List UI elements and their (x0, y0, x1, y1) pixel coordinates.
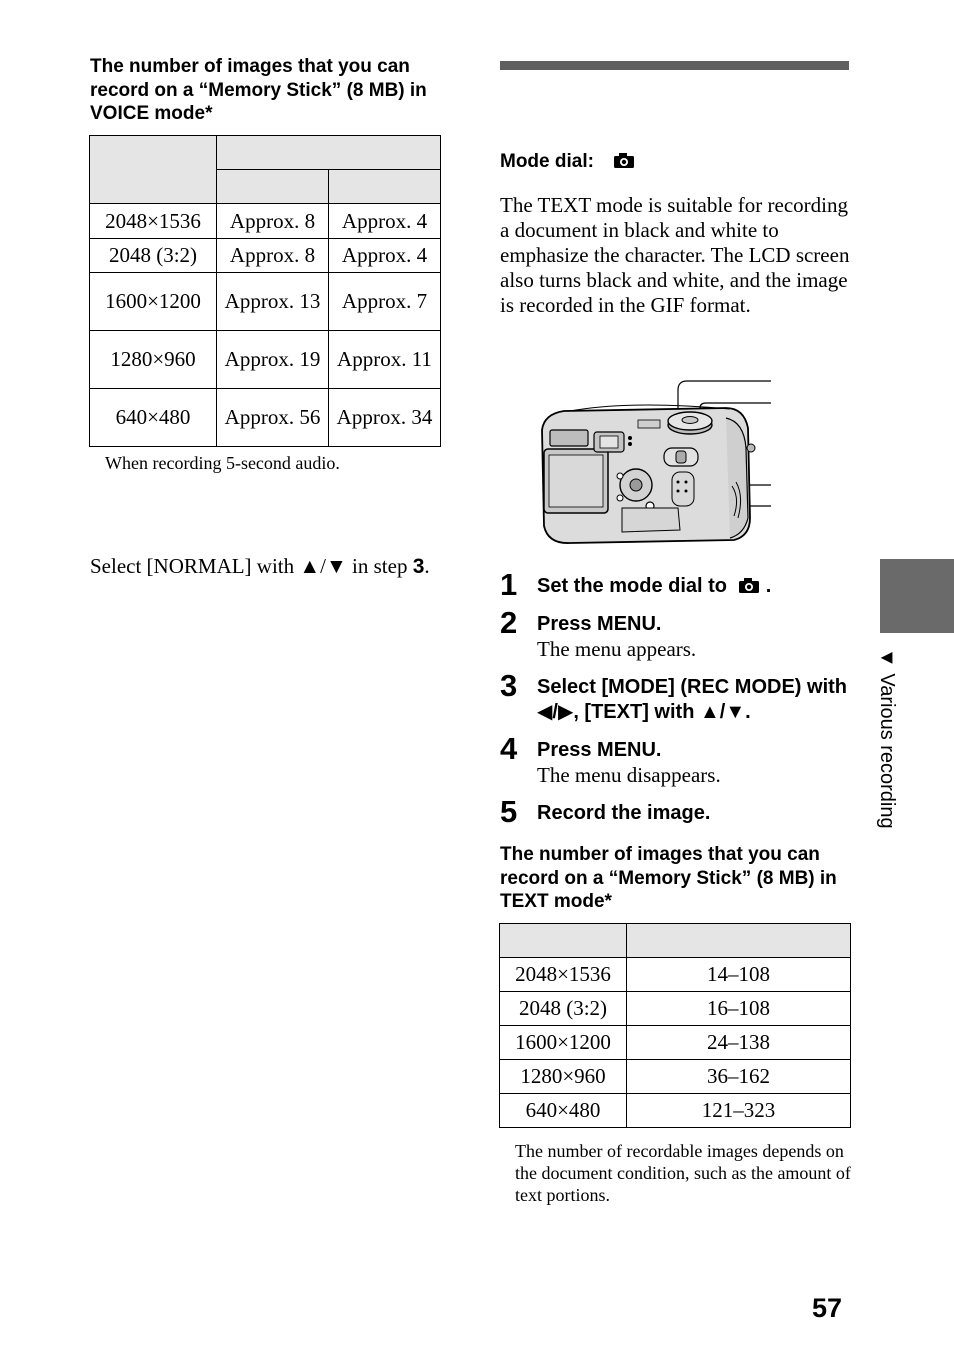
side-tab-label: ▼ Various recording (870, 648, 904, 888)
text-footnote: The number of recordable images depends … (515, 1141, 851, 1205)
table-cell: 24–138 (626, 1025, 851, 1060)
table-cell: 2048 (3:2) (89, 238, 217, 273)
step-number: 5 (500, 794, 518, 829)
select-normal-text: Select [NORMAL] with ▲/▼ in step 3. (90, 554, 430, 579)
table-header-cell (626, 923, 851, 958)
table-cell: 640×480 (89, 388, 217, 447)
table-cell: Approx. 4 (328, 238, 441, 273)
table-row: 2048×1536 Approx. 8 Approx. 4 (89, 203, 441, 239)
step-number: 4 (500, 731, 518, 766)
side-tab-block (880, 559, 954, 633)
table-cell: 2048×1536 (499, 957, 627, 992)
table-cell: 2048×1536 (89, 203, 217, 239)
step-title: Select [MODE] (REC MODE) with ◀/▶, [TEXT… (537, 676, 848, 723)
table-cell: 1600×1200 (89, 272, 217, 331)
step-description: The menu appears. (537, 637, 697, 661)
text-mode-table: 2048×1536 14–108 2048 (3:2) 16–108 1600×… (499, 923, 851, 1128)
table-header-cell (216, 135, 441, 170)
table-cell: 1280×960 (89, 330, 217, 389)
table-row: 2048 (3:2) 16–108 (499, 991, 851, 1026)
table-header-cell (216, 169, 329, 204)
table-cell: 121–323 (626, 1093, 851, 1128)
step-number: 1 (500, 567, 518, 602)
table-cell: Approx. 8 (216, 238, 329, 273)
text-mode-description: The TEXT mode is suitable for recording … (500, 193, 850, 317)
table-row: 1280×960 36–162 (499, 1059, 851, 1094)
table-row: 1600×1200 24–138 (499, 1025, 851, 1060)
text-mode-heading: The number of images that you can record… (500, 844, 837, 912)
table-header-cell (89, 135, 217, 204)
camera-mode-icon (739, 578, 760, 593)
step-number: 3 (500, 668, 518, 703)
table-row: 2048 (3:2) Approx. 8 Approx. 4 (89, 238, 441, 273)
table-cell: Approx. 4 (328, 203, 441, 239)
step-title: Set the mode dial to . (537, 575, 772, 597)
table-row: 640×480 Approx. 56 Approx. 34 (89, 388, 441, 447)
step-title: Record the image. (537, 802, 711, 824)
mode-dial-label: Mode dial: (500, 151, 594, 172)
mode-dial-line: Mode dial: (500, 151, 635, 173)
table-header-cell (499, 923, 627, 958)
table-row: 1600×1200 Approx. 13 Approx. 7 (89, 272, 441, 331)
table-cell: 14–108 (626, 957, 851, 992)
table-row: 1280×960 Approx. 19 Approx. 11 (89, 330, 441, 389)
table-header-cell (328, 169, 441, 204)
voice-mode-table: 2048×1536 Approx. 8 Approx. 4 2048 (3:2)… (89, 135, 441, 447)
table-cell: 1280×960 (499, 1059, 627, 1094)
table-row: 2048×1536 14–108 (499, 957, 851, 992)
voice-footnote: When recording 5-second audio. (105, 453, 340, 473)
step-reference: 3 (412, 555, 425, 578)
table-cell: Approx. 34 (328, 388, 441, 447)
voice-mode-heading: The number of images that you can record… (90, 56, 427, 124)
side-tab-marker: ▼ (876, 648, 898, 668)
select-text-before: Select [NORMAL] with ▲/▼ in step (90, 554, 413, 578)
table-cell: Approx. 56 (216, 388, 329, 447)
side-tab-text: Various recording (876, 673, 898, 829)
table-cell: 2048 (3:2) (499, 991, 627, 1026)
select-text-after: . (424, 554, 430, 578)
table-cell: 1600×1200 (499, 1025, 627, 1060)
camera-illustration (541, 380, 771, 544)
table-cell: 36–162 (626, 1059, 851, 1094)
table-row: 640×480 121–323 (499, 1093, 851, 1128)
page-number: 57 (812, 1293, 843, 1323)
camera-mode-icon (613, 153, 634, 168)
table-cell: Approx. 13 (216, 272, 329, 331)
table-cell: 16–108 (626, 991, 851, 1026)
step-number: 2 (500, 605, 518, 640)
table-cell: Approx. 19 (216, 330, 329, 389)
section-title-bar (500, 61, 849, 70)
step-title: Press MENU. (537, 613, 662, 635)
leader-line-mode-dial (677, 380, 771, 418)
table-cell: Approx. 7 (328, 272, 441, 331)
table-cell: Approx. 8 (216, 203, 329, 239)
table-cell: 640×480 (499, 1093, 627, 1128)
step-title: Press MENU. (537, 739, 662, 761)
table-cell: Approx. 11 (328, 330, 441, 389)
step-description: The menu disappears. (537, 763, 721, 787)
